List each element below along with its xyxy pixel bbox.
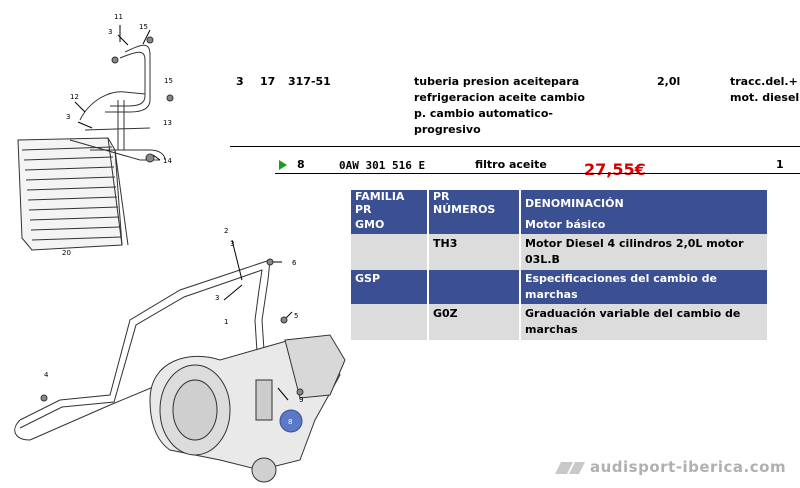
table-row: TH3 Motor Diesel 4 cilindros 2,0L motor …	[351, 234, 769, 270]
radiator-drawing	[17, 137, 129, 251]
cell-pr	[428, 270, 521, 304]
row-description: tuberia presion aceitepara refrigeracion…	[414, 74, 614, 138]
label-3c: 3	[230, 240, 234, 248]
screws	[40, 36, 304, 402]
label-12: 12	[70, 93, 79, 101]
cell-family	[351, 304, 429, 340]
watermark-text: audisport-iberica.com	[590, 458, 787, 476]
row-divider	[230, 146, 800, 147]
cell-denomination: Motor básico	[520, 216, 769, 234]
part-name: filtro aceite	[475, 158, 547, 171]
note-line-1: tracc.del.+	[730, 75, 798, 88]
label-14: 14	[163, 157, 172, 165]
label-4: 4	[44, 371, 49, 379]
row-qty: 17	[260, 75, 276, 88]
desc-line-3: p. cambio automatico-	[414, 107, 553, 120]
gearbox-drawing	[149, 334, 346, 483]
cell-pr	[428, 216, 521, 234]
label-8: 8	[288, 418, 292, 426]
label-15b: 15	[164, 77, 173, 85]
row-pos: 3	[236, 75, 244, 88]
note-line-2: mot. diesel	[730, 91, 800, 104]
label-13: 13	[163, 119, 172, 127]
label-5: 5	[294, 312, 298, 320]
desc-line-1: tuberia presion aceitepara	[414, 75, 580, 88]
label-3b: 3	[66, 113, 70, 121]
selected-arrow-icon	[279, 160, 287, 170]
denom-line-1: Motor Diesel 4 cilindros 2,0L motor	[525, 237, 744, 250]
row-note: tracc.del.+ mot. diesel	[730, 74, 799, 106]
desc-line-2: refrigeracion aceite cambio	[414, 91, 585, 104]
label-1: 1	[224, 318, 228, 326]
transmission-pipe	[14, 259, 271, 441]
label-6: 6	[292, 259, 297, 267]
cell-family: GMO	[351, 216, 429, 234]
th-familia: FAMILIA PR	[351, 190, 429, 216]
table-row: GSP Especificaciones del cambio de march…	[351, 270, 769, 304]
cell-denomination: Graduación variable del cambio de marcha…	[520, 304, 769, 340]
label-9: 9	[299, 396, 303, 404]
cell-pr: TH3	[428, 234, 521, 270]
spec-table: FAMILIA PR PR NÚMEROS DENOMINACIÓN GMO M…	[351, 190, 769, 340]
denom-line-2: marchas	[525, 323, 578, 336]
part-num: 8	[297, 158, 305, 171]
label-2: 2	[224, 227, 228, 235]
th-denominacion: DENOMINACIÓN	[520, 190, 769, 216]
cell-denomination: Motor Diesel 4 cilindros 2,0L motor 03L.…	[520, 234, 769, 270]
label-15a: 15	[139, 23, 148, 31]
desc-line-4: progresivo	[414, 123, 481, 136]
cell-family	[351, 234, 429, 270]
row-engine: 2,0l	[657, 75, 681, 88]
highlight-marker-8	[279, 409, 303, 433]
part-number[interactable]: 0AW 301 516 E	[339, 159, 426, 172]
denom-line-1: Graduación variable del cambio de	[525, 307, 741, 320]
cell-family: GSP	[351, 270, 429, 304]
watermark-logo-icon	[555, 462, 585, 474]
part-row-divider	[275, 173, 800, 174]
cell-denomination: Especificaciones del cambio de marchas	[520, 270, 769, 304]
label-3d: 3	[215, 294, 219, 302]
row-code: 317-51	[288, 75, 331, 88]
leader-lines	[74, 25, 293, 401]
part-qty: 1	[776, 158, 784, 171]
th-pr-numeros: PR NÚMEROS	[428, 190, 521, 216]
table-row: G0Z Graduación variable del cambio de ma…	[351, 304, 769, 340]
label-20: 20	[62, 249, 71, 257]
label-3a: 3	[108, 28, 112, 36]
part-price: 27,55€	[584, 160, 646, 179]
table-row: GMO Motor básico	[351, 216, 769, 234]
label-11: 11	[114, 13, 123, 21]
cell-pr: G0Z	[428, 304, 521, 340]
denom-line-2: 03L.B	[525, 253, 560, 266]
